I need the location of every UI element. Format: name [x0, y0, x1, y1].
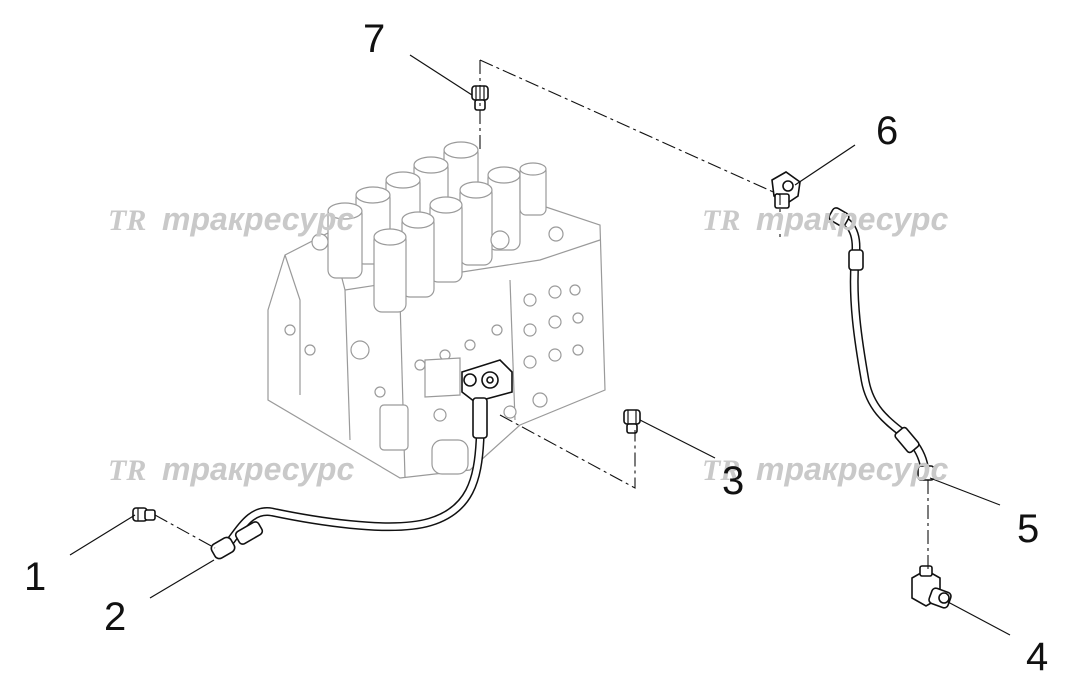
watermark-left-bottom: TR тракресурс	[108, 451, 354, 487]
watermark-text: тракресурс	[756, 201, 948, 237]
callout-5: 5	[1017, 507, 1039, 551]
hose-item-5	[828, 207, 935, 481]
tee-fitting-item-4	[911, 565, 952, 609]
callout-2: 2	[104, 595, 126, 639]
watermark-right-bottom: TR тракресурс	[702, 451, 948, 487]
banjo-fitting-on-block	[461, 359, 513, 403]
watermark-left-top: TR тракресурс	[108, 201, 354, 237]
callout-1: 1	[24, 555, 46, 599]
control-valve-block	[267, 141, 606, 479]
watermark-right-top: TR тракресурс	[702, 201, 948, 237]
watermark-text: тракресурс	[756, 451, 948, 487]
watermark-logo: TR	[702, 204, 740, 237]
spool-caps-front-row	[373, 162, 547, 313]
callout-6: 6	[876, 109, 898, 153]
callout-7: 7	[363, 17, 385, 61]
callout-3: 3	[722, 459, 744, 503]
callout-labels: 1 2 3 4 5 6 7	[24, 17, 1048, 679]
watermark-logo: TR	[702, 454, 740, 487]
watermark-logo: TR	[108, 204, 146, 237]
port-holes	[284, 284, 584, 422]
leader-lines	[69, 54, 1011, 636]
watermark-text: тракресурс	[162, 201, 354, 237]
watermark-text: тракресурс	[162, 451, 354, 487]
hose-item-2	[210, 397, 488, 560]
assembly-center-lines	[154, 59, 929, 570]
fitting-item-1	[132, 507, 156, 522]
elbow-fitting-item-6	[771, 171, 801, 209]
watermark-logo: TR	[108, 454, 146, 487]
callout-4: 4	[1026, 635, 1048, 679]
fitting-item-3	[623, 409, 641, 434]
